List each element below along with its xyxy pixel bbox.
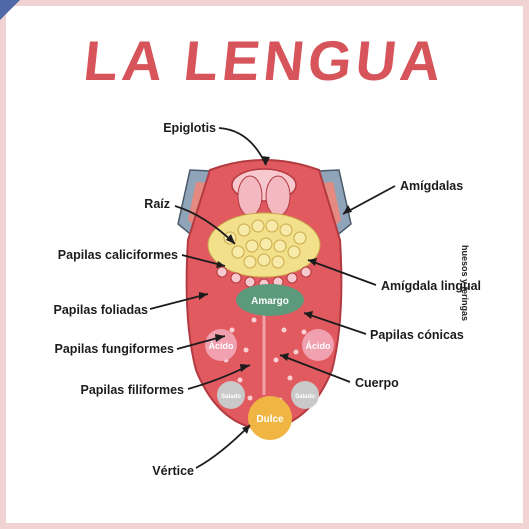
label-amigdalas: Amígdalas [400, 179, 463, 193]
label-vertice: Vértice [110, 464, 194, 478]
credit-text: huesos y jeringas [460, 245, 470, 335]
zone-salado-left-label: Salado [221, 394, 241, 400]
label-papilas-filiformes: Papilas filiformes [40, 383, 184, 397]
zone-acido-right-label: Ácido [305, 341, 331, 351]
label-papilas-conicas: Papilas cónicas [370, 328, 464, 342]
zone-acido-left-label: Ácido [208, 341, 234, 351]
label-epiglotis: Epiglotis [120, 121, 216, 135]
label-papilas-foliadas: Papilas foliadas [28, 303, 148, 317]
label-cuerpo: Cuerpo [355, 376, 399, 390]
label-papilas-caliciformes: Papilas caliciformes [28, 248, 178, 262]
zone-amargo-label: Amargo [251, 296, 289, 307]
label-raiz: Raíz [90, 197, 170, 211]
zone-dulce-label: Dulce [256, 414, 284, 425]
zone-salado-right-label: Salado [295, 394, 315, 400]
label-papilas-fungiformes: Papilas fungiformes [28, 342, 174, 356]
